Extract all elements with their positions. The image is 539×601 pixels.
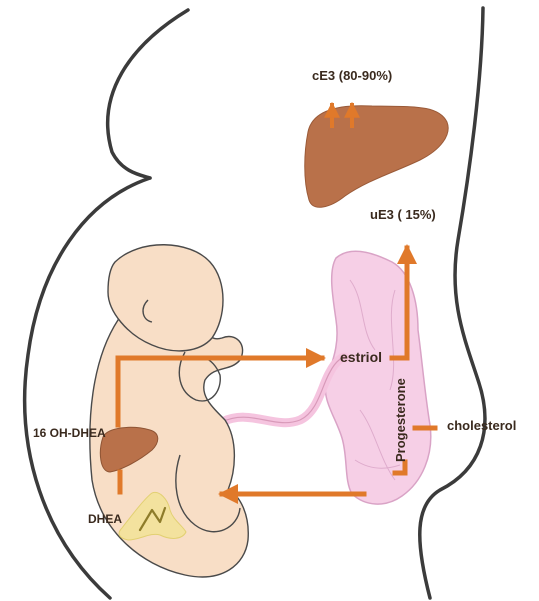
label-ue3: uE3 ( 15%) (370, 207, 436, 222)
maternal-liver (305, 106, 448, 208)
label-dhea: DHEA (88, 512, 122, 526)
umbilical-cord (222, 357, 345, 423)
label-cholesterol: cholesterol (447, 418, 516, 433)
label-progesterone: Progesterone (393, 378, 408, 462)
label-16oh-dhea: 16 OH-DHEA (33, 426, 106, 440)
mother-front-outline (420, 8, 485, 598)
mother-back-outline (108, 10, 188, 178)
label-ce3: cE3 (80-90%) (312, 68, 392, 83)
label-estriol: estriol (340, 349, 382, 365)
placenta (325, 251, 430, 504)
